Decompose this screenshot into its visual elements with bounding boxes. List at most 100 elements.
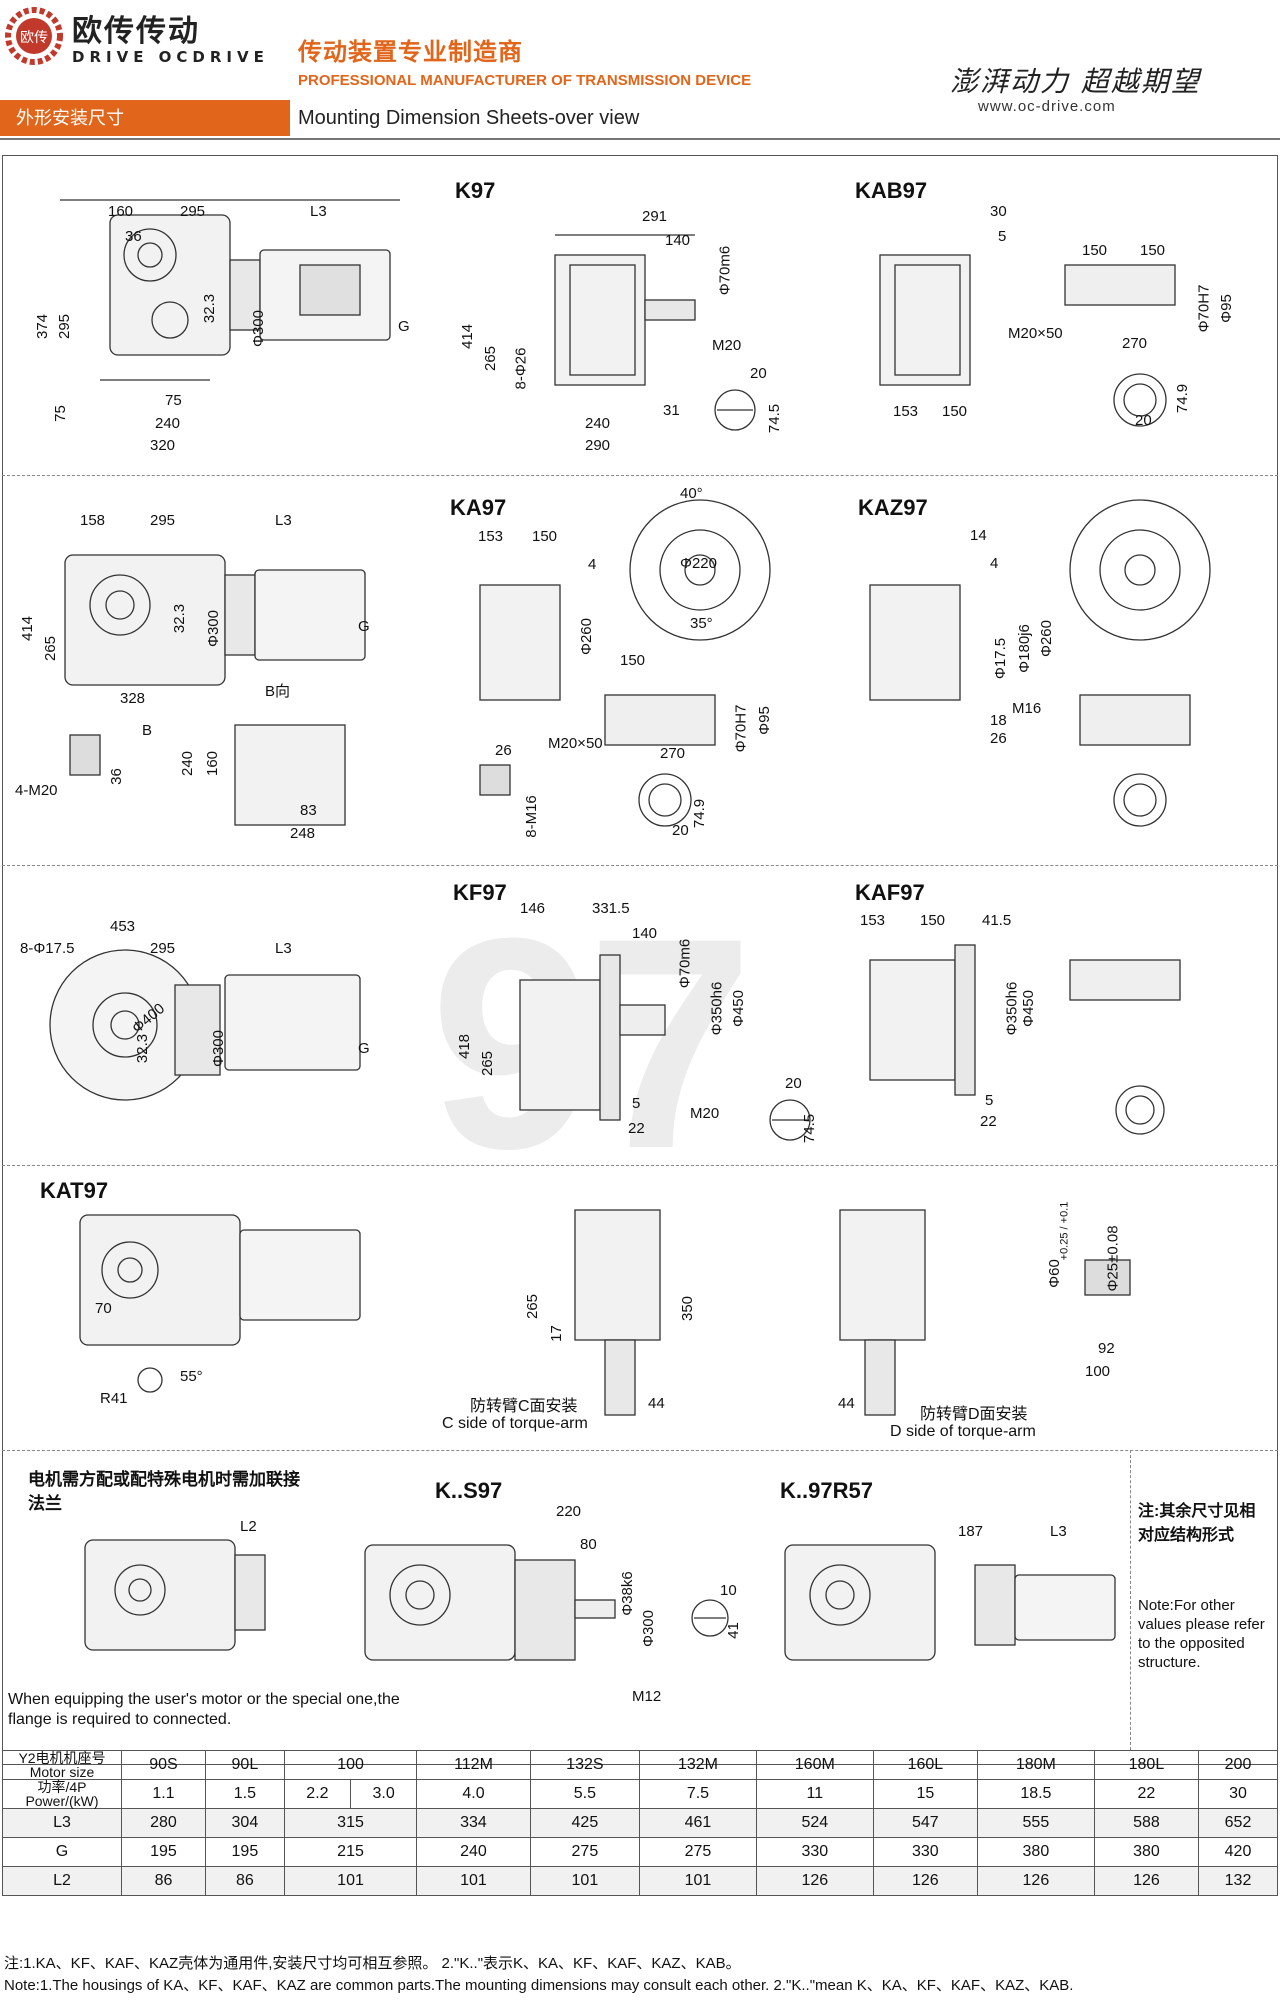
footnote-cn: 注:1.KA、KF、KAF、KAZ壳体为通用件,安装尺寸均可相互参照。 2."K… [4,1955,741,1972]
table-cell: 101 [639,1866,757,1896]
table-cell: 126 [755,1866,874,1896]
table-cell: 126 [976,1866,1095,1896]
dim-label: 150 [532,528,558,545]
table-cell: 425 [529,1808,641,1838]
dim-label: 160 [108,203,134,220]
dim-label: 150 [1140,242,1166,259]
motor-flange-note-cn: 电机需方配或配特殊电机时需加联接法兰 [28,1470,300,1513]
dim-label: 5 [632,1095,641,1112]
dim-label: 153 [893,403,919,420]
table-row-label: L3 [2,1808,122,1838]
dim-label: M20 [712,337,742,354]
table-cell-motor-size: 90S [121,1750,206,1780]
dim-label: R41 [100,1390,128,1407]
table-cell: 132 [1198,1866,1278,1896]
dim-label: 295 [150,940,176,957]
model-label-kf97: KF97 [453,880,507,905]
brand-logo: 欧传 欧传传动 DRIVE OCDRIVE [4,6,269,66]
dim-label: 187 [958,1523,984,1540]
dim-label: Φ260 [578,618,595,655]
dim-label: 153 [478,528,504,545]
table-cell: 380 [976,1837,1095,1867]
table-cell: 195 [121,1837,206,1867]
brand-name-en: DRIVE OCDRIVE [72,48,269,66]
table-cell-power: 22 [1093,1779,1200,1809]
table-cell-power: 1.1 [121,1779,206,1809]
dim-label: 414 [459,323,477,350]
caption-d-side-cn: 防转臂D面安装 [920,1406,1028,1423]
dim-label: Φ70H7 [1195,284,1213,333]
table-cell-motor-size: 180M [976,1750,1095,1780]
model-label-ka97: KA97 [450,495,507,520]
dim-label: 4-M20 [15,782,58,799]
table-cell-motor-size: 132S [529,1750,641,1780]
dim-label: 153 [860,912,886,929]
dim-label: Φ300 [205,610,222,647]
table-cell: 334 [416,1808,531,1838]
table-cell: 126 [872,1866,978,1896]
dim-label: 35° [690,615,713,632]
table-cell-motor-size: 180L [1093,1750,1200,1780]
table-header-power: 功率/4P Power/(kW) [2,1779,122,1809]
row5-drawings [84,1539,1116,1661]
dim-label: 32.3 [171,603,189,634]
dim-label: 265 [524,1293,542,1320]
table-cell: 240 [416,1837,531,1867]
dim-label: Φ350h6 [1003,981,1021,1036]
table-cell: 126 [1093,1866,1200,1896]
header-divider [0,138,1280,140]
tagline-cn: 传动装置专业制造商 [298,39,523,66]
dim-label: 74.9 [691,798,709,829]
dim-label: 74.5 [766,403,784,434]
dim-label: 240 [179,750,197,777]
model-label-kaz97: KAZ97 [858,495,928,520]
dim-label: 150 [1082,242,1108,259]
dim-label: 418 [456,1033,474,1060]
model-label-k97: K97 [455,178,496,203]
dim-label: B [142,722,153,739]
brand-name-cn: 欧传传动 [72,14,200,49]
side-note-cn: 注:其余尺寸见相对应结构形式 [1138,1503,1256,1544]
table-cell-motor-size: 112M [416,1750,531,1780]
table-cell: 215 [283,1837,418,1867]
dim-label: M20×50 [1008,325,1063,342]
table-cell: 547 [872,1808,978,1838]
dim-label: 240 [155,415,181,432]
dim-label: L3 [275,940,292,957]
row1-drawings [60,199,1176,431]
table-cell-power: 4.0 [416,1779,531,1809]
dim-label: Φ70H7 [732,704,750,753]
table-cell: 588 [1093,1808,1200,1838]
dim-label: 140 [632,925,658,942]
dim-label: B向 [265,683,291,700]
dim-label: 4 [588,556,597,573]
dim-label: 453 [110,918,136,935]
dim-label: 146 [520,900,546,917]
table-cell: 101 [283,1866,418,1896]
table-cell-power: 3.0 [350,1779,418,1809]
dim-label: 150 [620,652,646,669]
dim-label: 290 [585,437,611,454]
table-cell-power: 30 [1198,1779,1278,1809]
table-cell-power: 5.5 [529,1779,641,1809]
table-cell: 101 [416,1866,531,1896]
dim-label: Φ60 [1045,1259,1063,1288]
dim-label: L3 [1050,1523,1067,1540]
dim-label: G [398,318,410,335]
table-cell: 330 [755,1837,874,1867]
dim-label: 150 [920,912,946,929]
dim-label: 8-M16 [522,795,540,838]
caption-d-side-en: D side of torque-arm [890,1423,1036,1440]
table-cell: 86 [204,1866,285,1896]
header-cn: Y2电机机座号 [18,1750,106,1766]
dim-label: Φ25±0.08 [1104,1225,1122,1292]
website-link[interactable]: www.oc-drive.com [978,98,1116,115]
dim-label: 22 [980,1113,997,1130]
table-cell: 555 [976,1808,1095,1838]
dim-label: 8-Φ17.5 [20,940,75,957]
section-title-en: Mounting Dimension Sheets-over view [298,107,640,129]
row-divider [2,1165,1278,1167]
dim-label: G [358,1040,370,1057]
dim-label: 158 [80,512,106,529]
dim-label: Φ220 [680,555,717,572]
